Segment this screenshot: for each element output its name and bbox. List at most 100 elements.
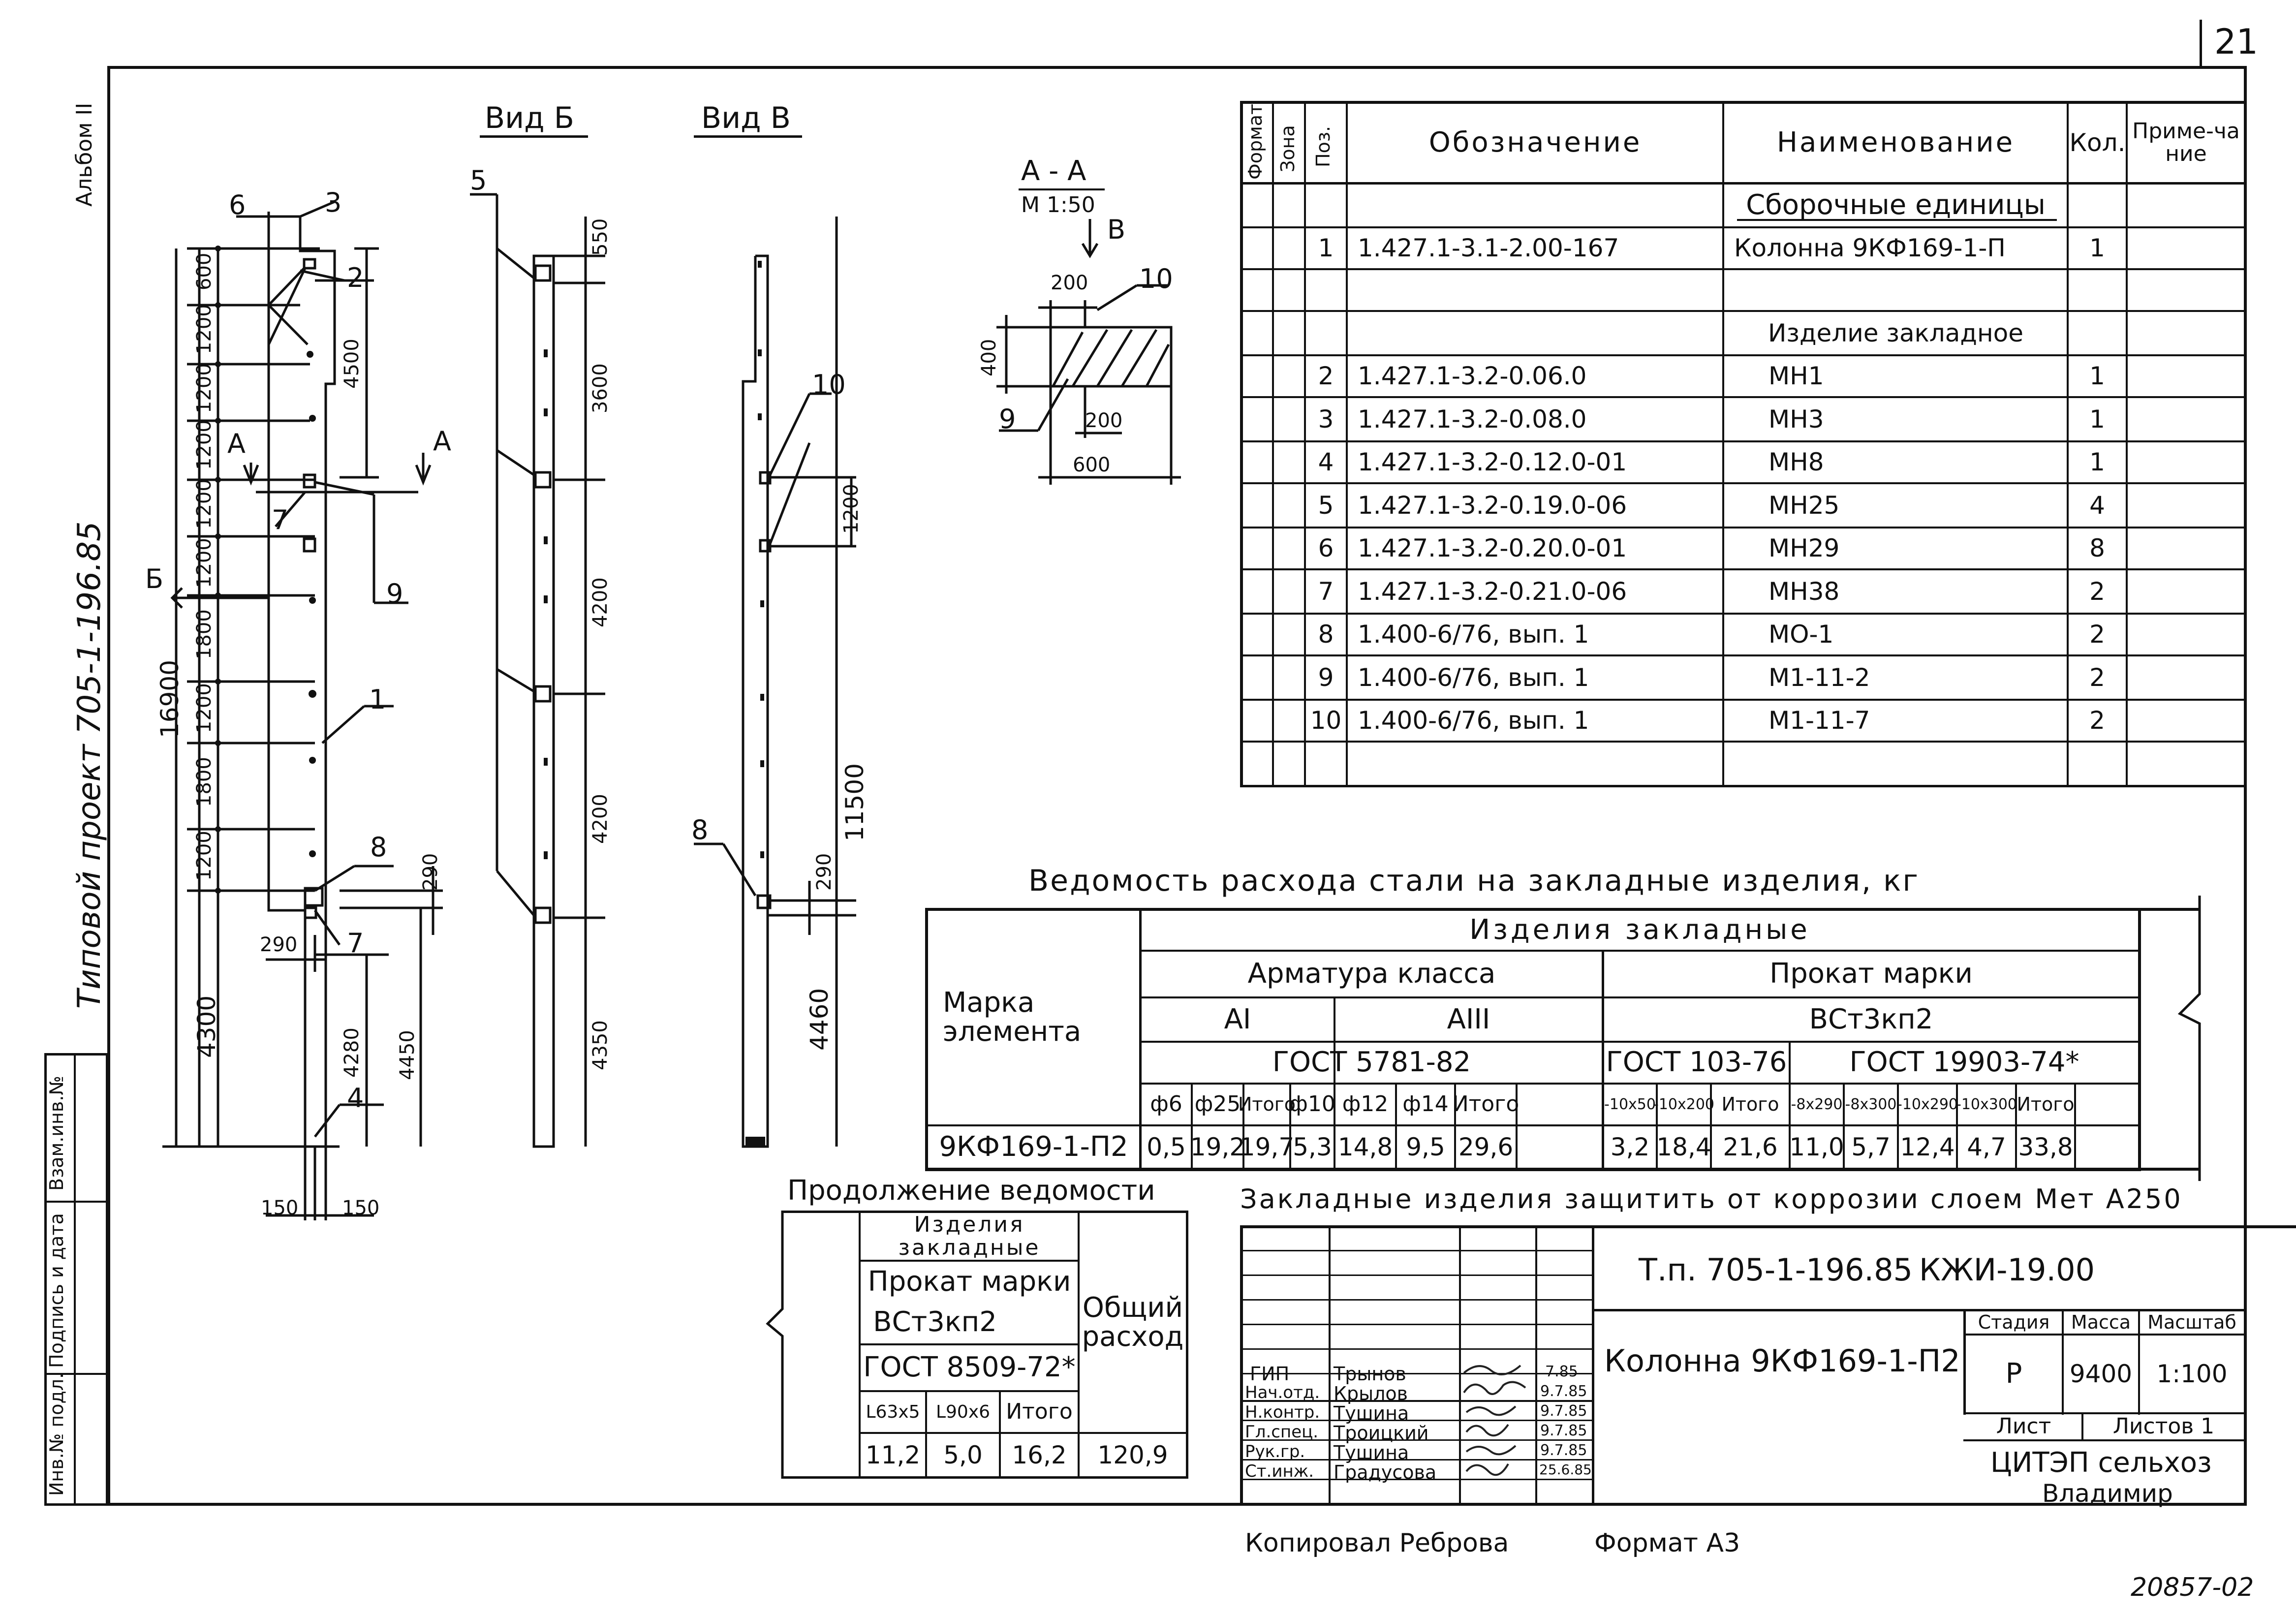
- main-mark-4: 4: [347, 1083, 364, 1114]
- cont-val-total: 16,2: [1012, 1440, 1067, 1469]
- steel-val-10x300: 4,7: [1967, 1132, 2006, 1161]
- cont-val-overall: 120,9: [1097, 1440, 1168, 1469]
- frame-bottom: [107, 1503, 2247, 1506]
- steel-val-total-r1: 21,6: [1723, 1132, 1778, 1161]
- steel-title: Ведомость расхода стали на закладные изд…: [1028, 864, 1920, 898]
- spec-row-5-pos: 5: [1318, 491, 1334, 520]
- steel-col-10x50: -10x50: [1604, 1095, 1656, 1113]
- steel-val-8x300: 5,7: [1851, 1132, 1891, 1161]
- spec-row-9-name: М1-11-2: [1769, 663, 1870, 692]
- stamp-name-rukgr: Тушина: [1334, 1442, 1409, 1463]
- spec-row-4-name: МН8: [1769, 448, 1824, 477]
- stamp-date-nkontr: 9.7.85: [1540, 1402, 1587, 1420]
- spec-row-2-designation: 1.427.1-3.2-0.06.0: [1358, 362, 1587, 391]
- stamp-mass: 9400: [2069, 1359, 2133, 1388]
- steel-val-8x290: 11,0: [1789, 1132, 1844, 1161]
- spec-row-4-designation: 1.427.1-3.2-0.12.0-01: [1358, 448, 1627, 477]
- page-number-box: [2200, 20, 2202, 69]
- spec-row-7-designation: 1.427.1-3.2-0.21.0-06: [1358, 577, 1627, 606]
- main-mark-1: 1: [369, 684, 386, 715]
- spec-row-1-designation: 1.427.1-3.1-2.00-167: [1358, 234, 1619, 263]
- steel-col-f10: ф10: [1289, 1091, 1335, 1117]
- section-mark-9: 9: [999, 404, 1016, 435]
- dim-290-bottom: 290: [260, 933, 298, 956]
- cont-col-total: Итого: [1006, 1399, 1073, 1425]
- archive-number: 20857-02: [2131, 1573, 2254, 1602]
- steel-col-f25: ф25: [1194, 1091, 1241, 1117]
- section-scale: М 1:50: [1021, 192, 1095, 218]
- dim-150-right: 150: [342, 1197, 380, 1219]
- stamp-name-nach: Крылов: [1334, 1383, 1408, 1404]
- spec-group-assemblies: Сборочные единицы: [1746, 189, 2046, 221]
- stamp-stage: Р: [2005, 1357, 2022, 1390]
- steel-col-f14: ф14: [1402, 1091, 1449, 1117]
- spec-header-name: Наименование: [1776, 126, 2015, 158]
- view-v-underline: [694, 135, 802, 138]
- steel-val-10x290: 12,4: [1900, 1132, 1955, 1161]
- stamp-mass-header: Масса: [2071, 1311, 2131, 1333]
- steel-col-f12: ф12: [1342, 1091, 1389, 1117]
- steel-val-f10: 5,3: [1293, 1132, 1332, 1161]
- stamp-scale-header: Масштаб: [2147, 1311, 2236, 1333]
- main-mark-8: 8: [370, 832, 387, 863]
- section-mark-a-right: А: [433, 426, 451, 457]
- spec-row-9-qty: 2: [2089, 663, 2105, 692]
- spec-row-10-designation: 1.400-6/76, вып. 1: [1358, 706, 1589, 735]
- cont-val-l63: 11,2: [865, 1440, 921, 1469]
- steel-col-8x300: -8x300: [1845, 1095, 1897, 1113]
- section-arrow-label: В: [1107, 214, 1126, 245]
- dim-150-left: 150: [261, 1197, 299, 1219]
- format-label: Формат А3: [1594, 1528, 1740, 1558]
- steel-mark-header: Марка элемента: [943, 987, 1082, 1048]
- steel-gost-1: ГОСТ 5781-82: [1272, 1046, 1471, 1079]
- main-mark-9: 9: [386, 578, 403, 609]
- cont-grade: ВСт3кп2: [873, 1306, 997, 1338]
- spec-row-5-name: МН25: [1769, 491, 1840, 520]
- spec-row-7-qty: 2: [2089, 577, 2105, 606]
- spec-row-2-pos: 2: [1318, 362, 1334, 391]
- section-dim-200-bottom: 200: [1085, 409, 1123, 432]
- steel-col-10x300: -10x300: [1956, 1095, 2017, 1113]
- spec-row-6-designation: 1.427.1-3.2-0.20.0-01: [1358, 534, 1627, 563]
- spec-row-6-pos: 6: [1318, 534, 1334, 563]
- section-title: А - А: [1021, 155, 1086, 187]
- spec-row-5-qty: 4: [2089, 491, 2105, 520]
- stamp-sheets: Листов 1: [2112, 1414, 2215, 1439]
- steel-col-total-r1: Итого: [1721, 1093, 1779, 1115]
- stamp-code: Т.п. 705-1-196.85: [1639, 1252, 1913, 1288]
- spec-row-8-pos: 8: [1318, 620, 1334, 649]
- spec-row-7-name: МН38: [1769, 577, 1840, 606]
- view-v-mark-8: 8: [691, 814, 709, 845]
- frame-top: [107, 66, 2247, 69]
- stamp-sheet: Лист: [1996, 1414, 2051, 1439]
- spec-row-4-qty: 1: [2089, 448, 2105, 477]
- view-b-title: Вид Б: [485, 101, 574, 135]
- spec-row-8-name: МО-1: [1769, 620, 1834, 649]
- spec-row-1-qty: 1: [2089, 234, 2105, 263]
- spec-row-2-name: МН1: [1769, 362, 1824, 391]
- main-mark-2: 2: [347, 262, 364, 293]
- steel-rolled-header: Прокат марки: [1769, 958, 1973, 990]
- steel-class-aiii: АIII: [1447, 1003, 1490, 1035]
- stamp-date-stinzh: 25.6.85: [1539, 1461, 1592, 1478]
- stamp-role-nkontr: Н.контр.: [1245, 1402, 1320, 1422]
- stamp-title: Колонна 9КФ169-1-П2: [1604, 1343, 1960, 1379]
- spec-row-8-qty: 2: [2089, 620, 2105, 649]
- section-underline: [1019, 188, 1105, 190]
- section-dim-200-top: 200: [1051, 272, 1088, 294]
- main-mark-7: 7: [272, 504, 289, 535]
- copied-by: Копировал Реброва: [1245, 1528, 1509, 1558]
- stamp-role-gip: ГИП: [1250, 1363, 1290, 1385]
- spec-row-3-qty: 1: [2089, 404, 2105, 434]
- spec-table: [1240, 101, 2246, 787]
- steel-grade-vst: ВСт3кп2: [1809, 1003, 1933, 1035]
- stamp-role-stinzh: Ст.инж.: [1245, 1461, 1314, 1481]
- frame-left: [107, 66, 110, 1506]
- view-v-title: Вид В: [701, 101, 791, 135]
- steel-val-f14: 9,5: [1406, 1132, 1445, 1161]
- steel-embedded-header: Изделия закладные: [1469, 914, 1810, 946]
